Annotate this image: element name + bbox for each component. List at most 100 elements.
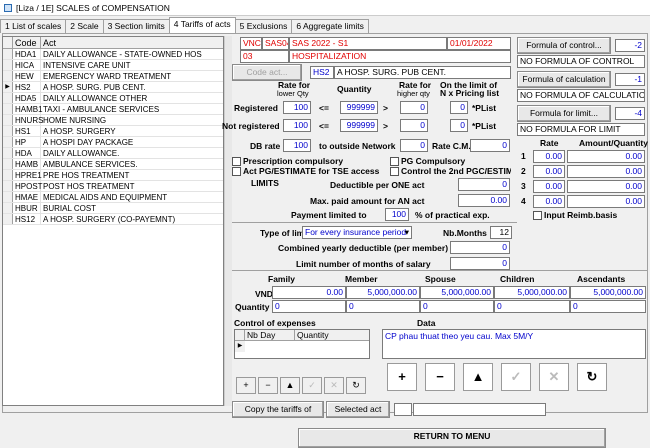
record-confirm-button[interactable]: ✓	[501, 363, 531, 391]
registered-higher-field[interactable]: 0	[400, 101, 428, 114]
rate-row-amount[interactable]: 0.00	[567, 165, 645, 178]
vnd-family-field[interactable]: 0.00	[272, 286, 346, 299]
vnd-children-field[interactable]: 5,000,000.00	[494, 286, 570, 299]
tab-tariffs-of-acts[interactable]: 4 Tariffs of acts	[168, 17, 236, 33]
registered-rate-field[interactable]: 100	[283, 101, 311, 114]
children-header: Children	[500, 274, 535, 284]
record-delete-button[interactable]: −	[425, 363, 455, 391]
selected-act-button[interactable]: Selected act	[326, 401, 390, 418]
formula-calculation-text: NO FORMULA OF CALCULATION	[517, 89, 645, 102]
formula-limit-value[interactable]: -4	[615, 107, 645, 120]
max-paid-field[interactable]: 0.00	[458, 194, 510, 207]
salary-field[interactable]: 0	[450, 257, 510, 270]
rate-row-rate[interactable]: 0.00	[533, 195, 565, 208]
tab-exclusions[interactable]: 5 Exclusions	[234, 19, 293, 33]
copy-source-name-field[interactable]	[413, 403, 546, 416]
act-pg-checkbox[interactable]	[232, 167, 241, 176]
nav-add-button[interactable]: +	[236, 377, 256, 394]
record-refresh-button[interactable]: ↻	[577, 363, 607, 391]
code-act-button[interactable]: Code act...	[232, 64, 302, 81]
vnd-member-field[interactable]: 5,000,000.00	[346, 286, 420, 299]
formula-limit-button[interactable]: Formula for limit...	[517, 105, 611, 122]
col-act-header[interactable]: Act	[43, 38, 57, 48]
qty-ascendants-field[interactable]: 0	[570, 300, 646, 313]
record-add-button[interactable]: +	[387, 363, 417, 391]
formula-calculation-button[interactable]: Formula of calculation	[517, 71, 611, 88]
grid-scrollbar[interactable]	[224, 36, 232, 406]
pg-checkbox[interactable]	[390, 157, 399, 166]
tab-section-limits[interactable]: 3 Section limits	[102, 19, 170, 33]
limit-sub: N x Pricing list	[440, 88, 500, 98]
rate-row-rate[interactable]: 0.00	[533, 150, 565, 163]
col-code-header[interactable]: Code	[13, 37, 41, 48]
not-registered-higher-field[interactable]: 0	[400, 119, 428, 132]
row-code: HNURS	[15, 115, 44, 125]
nav-delete-button[interactable]: −	[258, 377, 278, 394]
return-to-menu-button[interactable]: RETURN TO MENU	[298, 428, 606, 448]
payment-field[interactable]: 100	[385, 208, 409, 221]
nav-confirm-button[interactable]: ✓	[302, 377, 322, 394]
formula-calculation-value[interactable]: -1	[615, 73, 645, 86]
outside-network-field[interactable]: 0	[400, 139, 428, 152]
expenses-grid[interactable]: Nb Day Quantity ▶	[234, 329, 370, 359]
rate-row-amount[interactable]: 0.00	[567, 150, 645, 163]
tab-scale[interactable]: 2 Scale	[65, 19, 104, 33]
vnd-spouse-field[interactable]: 5,000,000.00	[420, 286, 494, 299]
formula-control-value[interactable]: -2	[615, 39, 645, 52]
rate-row-amount[interactable]: 0.00	[567, 180, 645, 193]
copy-tariffs-button[interactable]: Copy the tariffs of	[232, 401, 324, 418]
nb-day-header: Nb Day	[245, 330, 295, 340]
data-textarea[interactable]: CP phau thuat theo yeu cau. Max 5M/Y	[382, 329, 646, 359]
tab-list-of-scales[interactable]: 1 List of scales	[0, 19, 67, 33]
qty-family-field[interactable]: 0	[272, 300, 346, 313]
not-registered-limit-field[interactable]: 0	[450, 119, 468, 132]
tab-aggregate-limits[interactable]: 6 Aggregate limits	[291, 19, 369, 33]
db-rate-field[interactable]: 100	[283, 139, 311, 152]
qty-spouse-field[interactable]: 0	[420, 300, 494, 313]
control2-checkbox[interactable]	[390, 167, 399, 176]
nav-cancel-button[interactable]: ✕	[324, 377, 344, 394]
prescription-checkbox[interactable]	[232, 157, 241, 166]
rate-row-amount[interactable]: 0.00	[567, 195, 645, 208]
record-cancel-button[interactable]: ✕	[539, 363, 569, 391]
type-of-limit-select[interactable]: For every insurance period▾	[302, 226, 412, 239]
nb-months-field[interactable]: 12	[490, 226, 512, 239]
copy-source-code-field[interactable]	[394, 403, 412, 416]
vnd-ascendants-field[interactable]: 5,000,000.00	[570, 286, 646, 299]
deductible-field[interactable]: 0	[458, 178, 510, 191]
qty-member-field[interactable]: 0	[346, 300, 420, 313]
formula-control-text: NO FORMULA OF CONTROL	[517, 55, 645, 68]
registered-limit-field[interactable]: 0	[450, 101, 468, 114]
rate-row-rate[interactable]: 0.00	[533, 180, 565, 193]
rate-cms-field[interactable]: 0	[470, 139, 510, 152]
nav-refresh-button[interactable]: ↻	[346, 377, 366, 394]
not-registered-qty-field[interactable]: 999999	[340, 119, 378, 132]
combined-field[interactable]: 0	[450, 241, 510, 254]
not-registered-rate-field[interactable]: 100	[283, 119, 311, 132]
nav-up-button[interactable]: ▲	[280, 377, 300, 394]
input-reimb-checkbox[interactable]	[533, 211, 542, 220]
registered-qty-field[interactable]: 999999	[340, 101, 378, 114]
rate-row-rate[interactable]: 0.00	[533, 165, 565, 178]
record-up-button[interactable]: ▲	[463, 363, 493, 391]
formula-control-button[interactable]: Formula of control...	[517, 37, 611, 54]
act-code-field[interactable]: HS2	[310, 66, 334, 79]
qty-children-field[interactable]: 0	[494, 300, 570, 313]
